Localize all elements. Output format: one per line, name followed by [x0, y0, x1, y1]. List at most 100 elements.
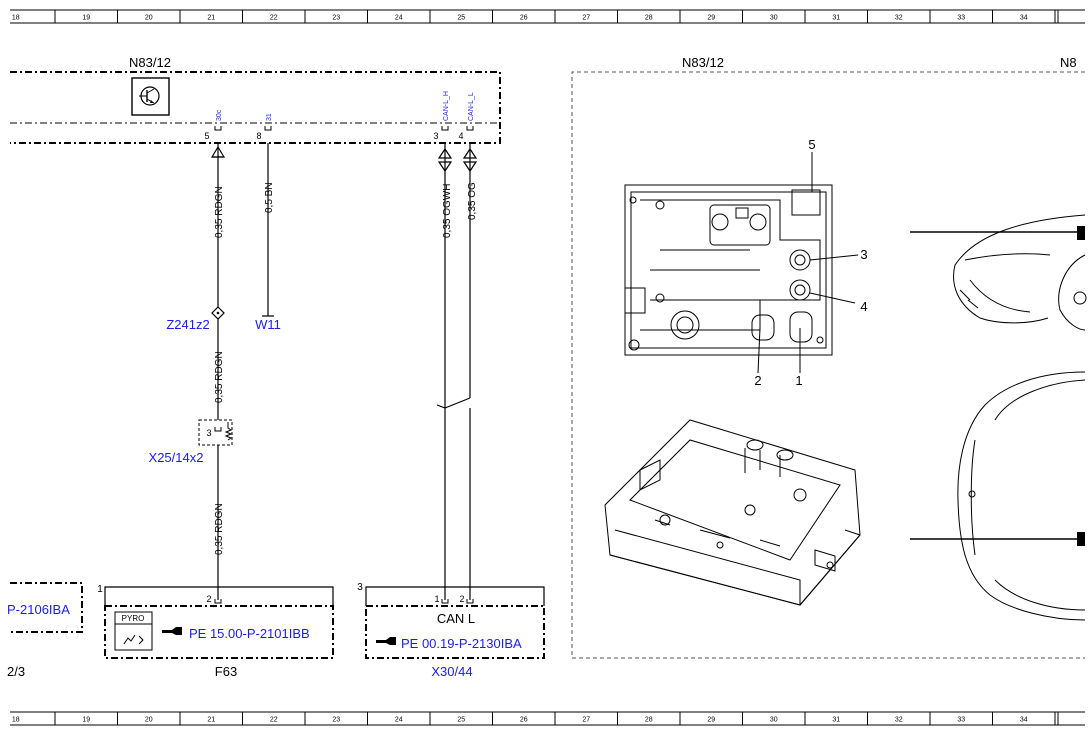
bottom-ruler-number: 24 [395, 717, 403, 724]
top-ruler-number: 29 [707, 15, 715, 22]
bottom-ruler-number: 31 [832, 717, 840, 724]
callout-4: 4 [860, 299, 867, 314]
top-ruler-number: 30 [770, 15, 778, 22]
top-ruler-number: 27 [582, 15, 590, 22]
can-box-title: CAN L [437, 611, 475, 626]
can-box-x30-44: 3 1 2 CAN L PE 00.19-P-2130IBA X30/44 [357, 582, 545, 679]
connector-x25-14x2: 3 [198, 419, 233, 446]
ground-label[interactable]: W11 [255, 317, 281, 332]
callout-5: 5 [808, 137, 815, 152]
splice-label[interactable]: Z241z2 [166, 317, 209, 332]
leader-marker-bottom [1077, 532, 1085, 546]
wire-can-h: 0,35 OGWH [437, 143, 453, 600]
top-ruler-number: 34 [1020, 15, 1028, 22]
bottom-ruler-number: 32 [895, 717, 903, 724]
pin-4: 4 CAN-L_L [458, 92, 475, 141]
svg-text:PYRO: PYRO [122, 614, 145, 623]
splice-z241z2 [211, 306, 225, 320]
svg-text:3: 3 [433, 131, 438, 141]
svg-text:8: 8 [256, 131, 261, 141]
top-ruler-number: 20 [145, 15, 153, 22]
top-ruler: 18 19 20 21 22 23 24 25 26 27 28 29 30 31 32 33 34 [10, 9, 1085, 24]
svg-text:1: 1 [434, 594, 439, 604]
wire-can-l: 0,35 OG [436, 143, 478, 600]
car-front-view [953, 214, 1087, 331]
callouts [757, 152, 859, 374]
bottom-ruler-number: 22 [270, 717, 278, 724]
wire-label-1: 0,35 RDGN [214, 186, 225, 238]
location-panel-title: N83/12 [682, 55, 724, 70]
bottom-ruler-number: 26 [520, 717, 528, 724]
bottom-ruler-number: 33 [957, 717, 965, 724]
bottom-ruler-number: 34 [1020, 717, 1028, 724]
top-ruler-number: 26 [520, 15, 528, 22]
pyro-icon: PYRO [114, 611, 153, 651]
wire-label-6: 0,35 RDGN [214, 503, 225, 555]
wire-rdgn-main: 0,35 RDGN 0,35 RDGN 0,35 RDGN [210, 143, 226, 600]
top-ruler-number: 28 [645, 15, 653, 22]
top-ruler-number: 23 [332, 15, 340, 22]
svg-text:31: 31 [266, 113, 273, 121]
callout-2: 2 [754, 373, 761, 388]
bottom-ruler: 18 19 20 21 22 23 24 25 26 27 28 29 30 31 32 33 34 [10, 711, 1085, 726]
pin-5: 5 30c [204, 109, 223, 141]
left-box: P-2106IBA 2/3 [7, 582, 83, 679]
fuse-box-id: F63 [215, 664, 237, 679]
reference-hand-icon [162, 627, 182, 635]
car-top-view [957, 371, 1086, 621]
control-unit-n83-12: N83/12 5 30c 8 31 3 CAN-L_H [10, 55, 501, 144]
fuse-box-f63: 1 2 PYRO PE 15.00-P-2101IBB F63 [97, 584, 334, 679]
svg-text:CAN-L_L: CAN-L_L [468, 92, 475, 121]
bottom-ruler-number: 30 [770, 717, 778, 724]
wire-bn-ground: 0,5 BN [262, 143, 275, 317]
bottom-ruler-number: 28 [645, 717, 653, 724]
wire-label-4: 0,35 OG [467, 182, 478, 220]
svg-text:30c: 30c [216, 109, 223, 121]
connector-label[interactable]: X25/14x2 [149, 450, 204, 465]
transistor-icon [131, 77, 170, 116]
control-unit-top-view [624, 184, 833, 356]
top-ruler-number: 22 [270, 15, 278, 22]
top-ruler-number: 25 [457, 15, 465, 22]
svg-text:2: 2 [206, 594, 211, 604]
bottom-ruler-number: 18 [12, 717, 20, 724]
svg-text:3: 3 [357, 582, 363, 593]
reference-hand-icon [376, 637, 396, 645]
svg-text:4: 4 [458, 131, 463, 141]
can-box-id[interactable]: X30/44 [431, 664, 472, 679]
top-ruler-number: 31 [832, 15, 840, 22]
bottom-ruler-number: 27 [582, 717, 590, 724]
top-ruler-number: 33 [957, 15, 965, 22]
top-ruler-number: 24 [395, 15, 403, 22]
wire-label-3: 0,35 OGWH [442, 184, 453, 238]
pin-8: 8 31 [256, 113, 273, 141]
svg-text:3: 3 [206, 428, 211, 438]
svg-text:CAN-L_H: CAN-L_H [443, 91, 450, 121]
svg-text:5: 5 [204, 131, 209, 141]
wire-label-5: 0,35 RDGN [214, 351, 225, 403]
top-ruler-number: 32 [895, 15, 903, 22]
bottom-ruler-number: 21 [207, 717, 215, 724]
top-ruler-number: 19 [82, 15, 90, 22]
page-ref: 2/3 [7, 664, 25, 679]
bottom-ruler-number: 23 [332, 717, 340, 724]
bottom-ruler-number: 19 [82, 717, 90, 724]
control-unit-id: N83/12 [129, 55, 171, 70]
svg-text:2: 2 [459, 594, 464, 604]
can-box-ref[interactable]: PE 00.19-P-2130IBA [401, 636, 522, 651]
fuse-box-ref[interactable]: PE 15.00-P-2101IBB [189, 626, 310, 641]
location-panel: N83/12 N8 [571, 55, 1087, 659]
callout-1: 1 [795, 373, 802, 388]
left-box-ref[interactable]: P-2106IBA [7, 602, 70, 617]
control-unit-isometric-view [604, 419, 861, 606]
top-ruler-number: 21 [207, 15, 215, 22]
leader-marker-top [1077, 226, 1085, 240]
bottom-ruler-number: 29 [707, 717, 715, 724]
pin-3: 3 CAN-L_H [433, 91, 450, 141]
top-ruler-number: 18 [12, 15, 20, 22]
bottom-ruler-number: 25 [457, 717, 465, 724]
svg-text:1: 1 [97, 584, 103, 595]
callout-3: 3 [860, 247, 867, 262]
bottom-ruler-number: 20 [145, 717, 153, 724]
